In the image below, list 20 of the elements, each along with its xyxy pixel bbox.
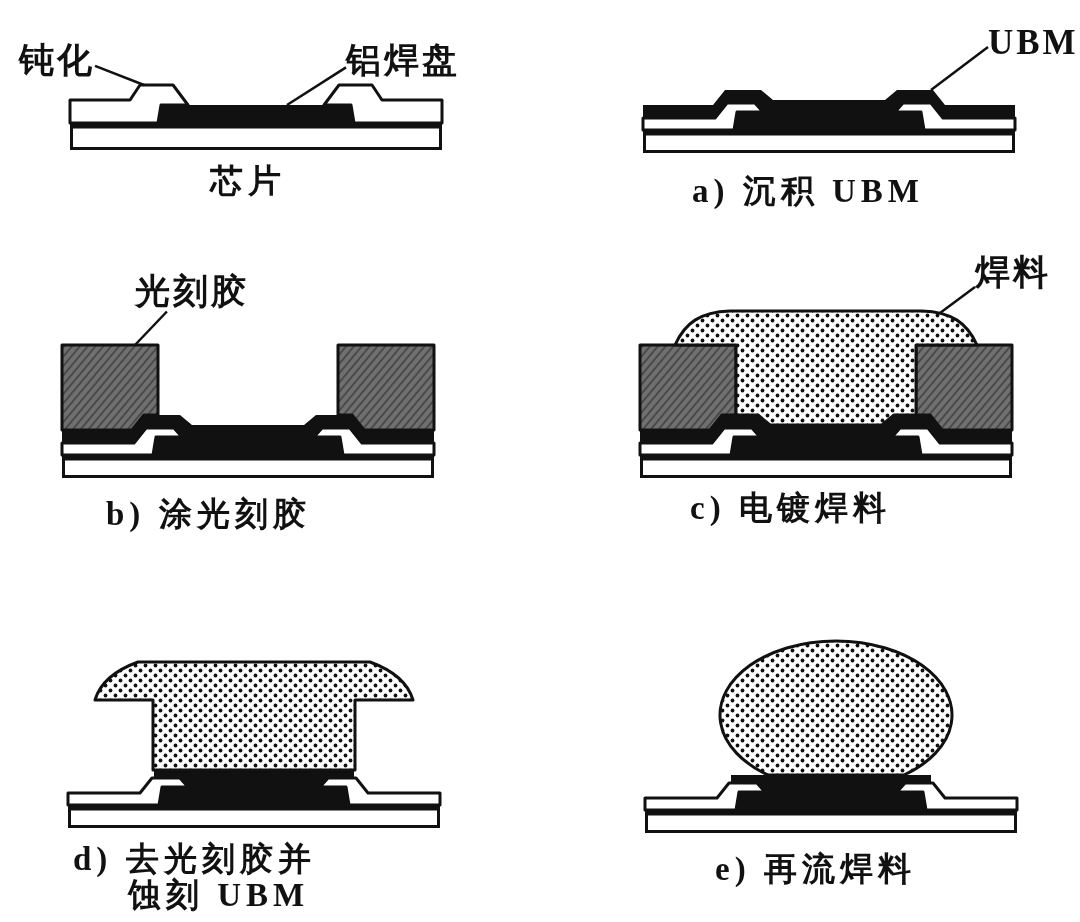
solder-deposit xyxy=(673,309,979,427)
caption: c) 电镀焊料 xyxy=(690,490,891,527)
leader-line xyxy=(930,46,989,91)
passivation-layer xyxy=(68,83,444,125)
caption: d) 去光刻胶并蚀刻 UBM xyxy=(73,841,317,914)
leader-line xyxy=(286,66,347,107)
part-label: 铝焊盘 xyxy=(346,42,460,81)
caption: a) 沉积 UBM xyxy=(692,173,924,210)
caption: e) 再流焊料 xyxy=(715,851,916,888)
leader-line xyxy=(94,64,145,87)
ubm-layer xyxy=(643,90,1015,118)
leader-line xyxy=(134,310,168,346)
part-label: 焊料 xyxy=(975,254,1051,293)
part-label: 光刻胶 xyxy=(135,273,249,312)
caption: 芯片 xyxy=(210,163,286,200)
part-label: 钝化 xyxy=(19,42,95,81)
part-label: UBM xyxy=(988,24,1079,63)
caption: b) 涂光刻胶 xyxy=(106,496,311,533)
leader-line xyxy=(939,286,976,314)
photoresist-block xyxy=(60,343,160,432)
